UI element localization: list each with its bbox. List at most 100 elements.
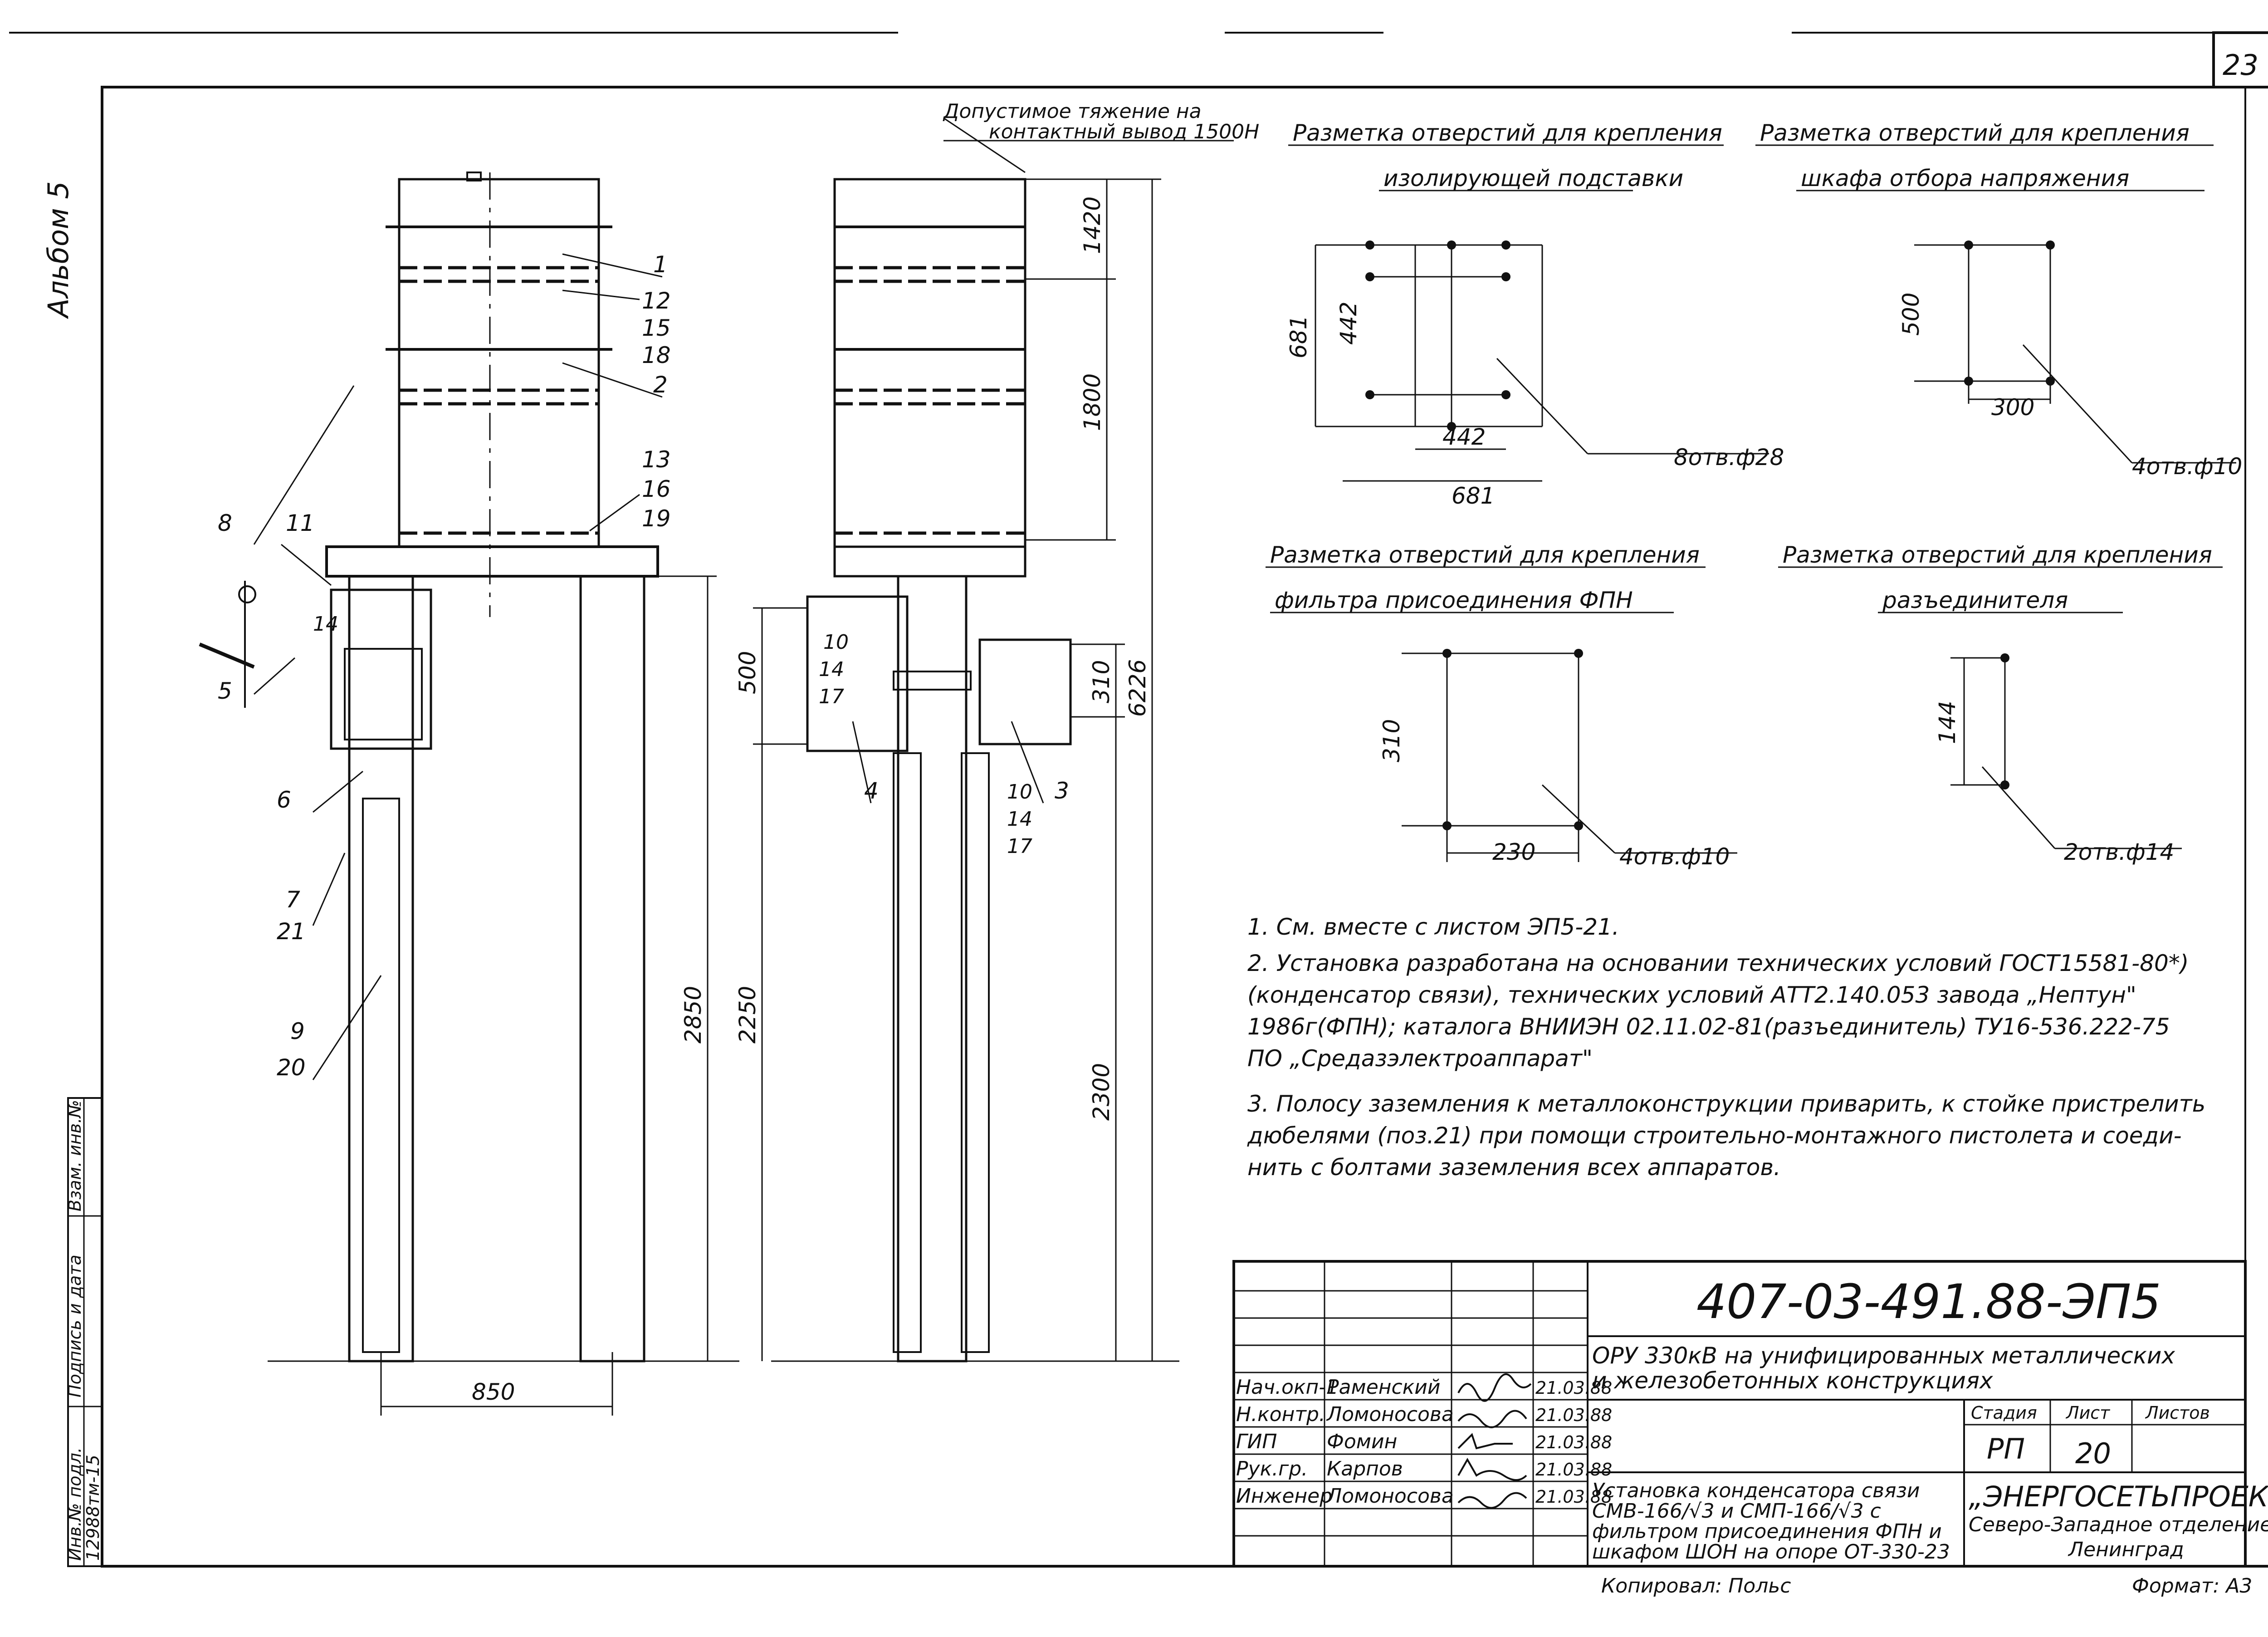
callout-17-left: 17 <box>819 685 844 708</box>
hole-layout-2-holes: 4отв.ф10 <box>2132 453 2242 480</box>
callout-14-mid: 14 <box>819 658 844 681</box>
inv-podl-label: Инв.№ подл. <box>65 1447 85 1561</box>
sheets-label: Листов <box>2145 1403 2210 1423</box>
tension-note-line-2: контактный вывод 1500Н <box>989 120 1259 143</box>
stage-label: Стадия <box>1971 1403 2037 1423</box>
hole-dot <box>1964 240 1973 250</box>
vzam-label: Взам. инв.№ <box>65 1100 85 1211</box>
drawing-code: 407-03-491.88-ЭП5 <box>1696 1274 2161 1329</box>
drawing-title-line-3: фильтром присоединения ФПН и <box>1592 1520 1942 1543</box>
dim-2250: 2250 <box>734 986 761 1044</box>
side-stamp <box>67 1097 103 1567</box>
sheet-label: Лист <box>2065 1403 2111 1423</box>
hole-layout-3-dim-b: 230 <box>1492 839 1535 865</box>
hole-dot <box>1442 649 1452 658</box>
callout-21: 21 <box>277 918 306 945</box>
signatory-3-name: Фомин <box>1327 1430 1397 1453</box>
hole-layout-1-dim-a: 681 <box>1286 315 1312 358</box>
tension-note-line-1: Допустимое тяжение на <box>943 100 1202 123</box>
dim-1420: 1420 <box>1079 196 1105 254</box>
hole-layout-3 <box>1266 566 1737 862</box>
note-line-7: дюбелями (поз.21) при помощи строительно… <box>1247 1122 2182 1149</box>
hole-dot <box>2000 653 2009 662</box>
dim-2850: 2850 <box>680 986 706 1044</box>
hole-layout-3-title-1: Разметка отверстий для крепления <box>1270 542 1700 568</box>
hole-dot <box>1501 390 1510 399</box>
callout-20: 20 <box>277 1054 306 1081</box>
callout-10-right: 10 <box>1007 780 1032 804</box>
callout-16: 16 <box>642 476 671 502</box>
hole-dot <box>1447 240 1456 250</box>
hole-layout-2-dim-b: 300 <box>1991 394 2034 421</box>
hole-layout-4-title-1: Разметка отверстий для крепления <box>1783 542 2212 568</box>
callout-5: 5 <box>218 678 232 704</box>
callout-2: 2 <box>653 372 668 398</box>
hole-layout-3-title-2: фильтра присоединения ФПН <box>1275 587 1633 613</box>
hole-dot <box>1447 422 1456 431</box>
hole-dot <box>2046 240 2055 250</box>
hole-layout-1-dim-b: 442 <box>1335 302 1362 345</box>
hole-layout-3-dim-a: 310 <box>1378 719 1405 762</box>
dim-850: 850 <box>472 1379 515 1405</box>
drawing-title-line-1: Установка конденсатора связи <box>1592 1479 1920 1502</box>
signatory-3-role: ГИП <box>1236 1430 1277 1453</box>
dim-1800: 1800 <box>1079 373 1105 431</box>
hole-layout-4-dim-a: 144 <box>1934 701 1960 744</box>
stage-value: РП <box>1987 1432 2025 1465</box>
signatory-1-date: 21.03.88 <box>1535 1378 1612 1398</box>
note-line-2: 2. Установка разработана на основании те… <box>1247 950 2189 976</box>
format-label: Формат: А3 <box>2132 1574 2252 1598</box>
signatory-1-role: Нач.окп-1 <box>1236 1376 1339 1399</box>
hole-dot <box>1501 272 1510 281</box>
hole-layout-2-title-1: Разметка отверстий для крепления <box>1760 120 2190 146</box>
copied-by: Копировал: Польс <box>1601 1574 1791 1598</box>
note-line-6: 3. Полосу заземления к металлоконструкци… <box>1247 1091 2205 1117</box>
hole-dot <box>1365 240 1374 250</box>
callout-13: 13 <box>642 446 671 473</box>
callout-8: 8 <box>218 510 232 536</box>
callout-7: 7 <box>286 887 300 913</box>
hole-layout-1 <box>1288 144 1769 482</box>
signatory-4-date: 21.03.88 <box>1535 1460 1612 1480</box>
signatory-4-role: Рук.гр. <box>1236 1457 1308 1480</box>
drawing-title-line-2: СМВ-166/√3 и СМП-166/√3 с <box>1592 1500 1881 1523</box>
callout-14-right: 14 <box>1007 808 1032 831</box>
side-elevation-view <box>753 117 1234 1363</box>
callout-6: 6 <box>277 787 291 813</box>
hole-dot <box>1964 377 1973 386</box>
object-title-line-1: ОРУ 330кВ на унифицированных металлическ… <box>1592 1343 2175 1369</box>
hole-dots <box>1365 240 2055 830</box>
sign-date-label: Подпись и дата <box>65 1255 85 1397</box>
hole-dot <box>1442 821 1452 830</box>
hole-dot <box>2000 780 2009 789</box>
signatory-5-role: Инженер <box>1236 1485 1332 1508</box>
note-line-4: 1986г(ФПН); каталога ВНИИЭН 02.11.02-81(… <box>1247 1014 2170 1040</box>
signatory-5-name: Ломоносова <box>1326 1485 1454 1508</box>
hole-layout-4 <box>1778 566 2223 849</box>
sheet-number: 23 <box>2223 49 2258 82</box>
hole-dot <box>2046 377 2055 386</box>
object-title-line-2: и железобетонных конструкциях <box>1592 1367 1993 1394</box>
org-name: „ЭНЕРГОСЕТЬПРОЕКТ" <box>1969 1480 2268 1513</box>
left-elevation-view <box>199 172 739 1416</box>
sheet-value: 20 <box>2075 1437 2111 1470</box>
hole-layout-1-title-1: Разметка отверстий для крепления <box>1293 120 1722 146</box>
note-line-5: ПО „Средазэлектроаппарат" <box>1247 1045 1593 1072</box>
signatory-2-name: Ломоносова <box>1326 1403 1454 1426</box>
handwritten-signatures <box>1457 1373 1532 1509</box>
signatory-4-name: Карпов <box>1327 1457 1403 1480</box>
signatory-5-date: 21.03.88 <box>1535 1487 1612 1507</box>
dim-6226: 6226 <box>1124 659 1151 717</box>
callout-17-right: 17 <box>1007 835 1032 858</box>
hole-layout-1-holes: 8отв.ф28 <box>1674 444 1784 471</box>
hole-dot <box>1365 390 1374 399</box>
hole-layout-2-dim-a: 500 <box>1898 293 1924 336</box>
callout-4: 4 <box>864 778 879 804</box>
hole-dot <box>1501 240 1510 250</box>
signatory-2-role: Н.контр. <box>1236 1403 1325 1426</box>
hole-layout-3-holes: 4отв.ф10 <box>1619 843 1730 870</box>
hole-layout-1-dim-d: 681 <box>1452 483 1495 509</box>
hole-layout-4-holes: 2отв.ф14 <box>2064 839 2174 865</box>
hole-dot <box>1574 821 1583 830</box>
